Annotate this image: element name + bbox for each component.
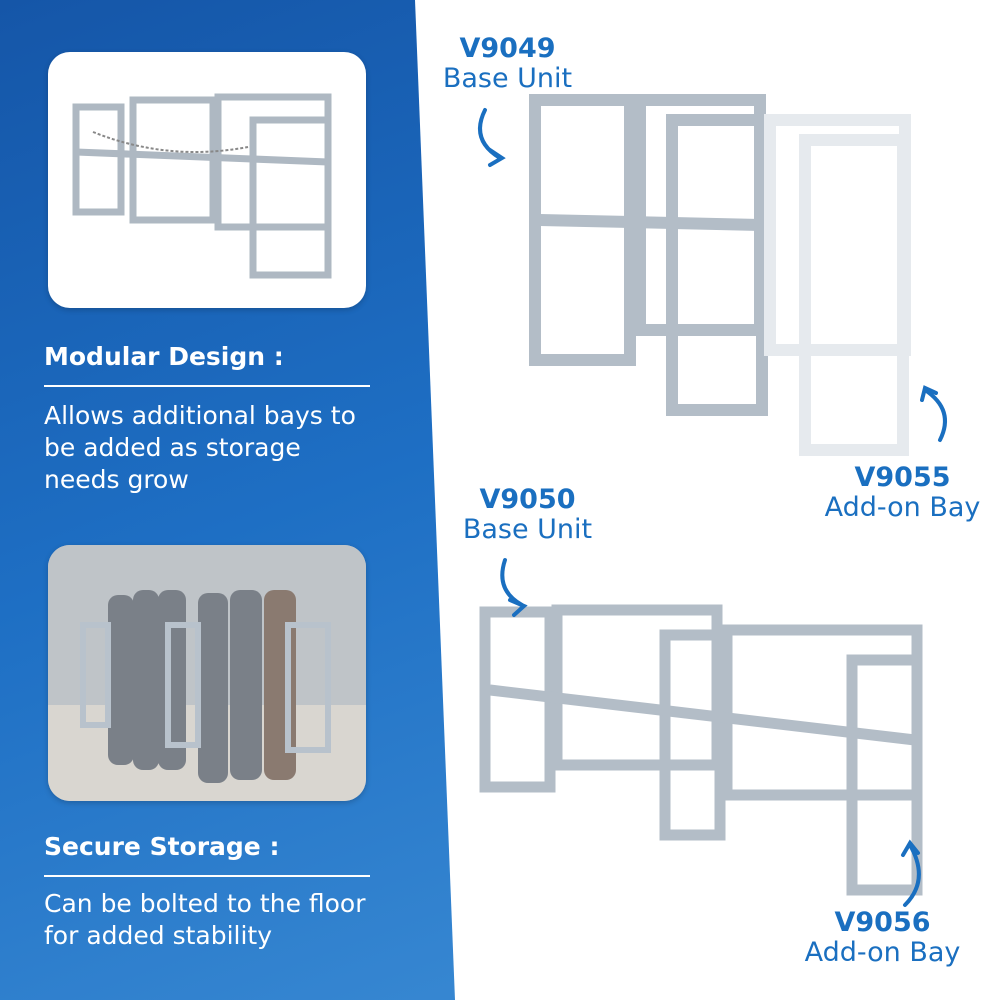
cylinders-illustration: [48, 545, 366, 801]
product-name: Base Unit: [462, 514, 593, 545]
cylinder-storage-photo: [48, 545, 366, 801]
feature-desc-modular: Allows additional bays to be added as st…: [44, 401, 356, 494]
feature-desc-secure: Can be bolted to the floor for added sta…: [44, 889, 366, 950]
rack-illustration: [72, 93, 332, 279]
product-name: Add-on Bay: [824, 492, 981, 523]
modular-rack-photo: [48, 52, 366, 308]
divider: [44, 875, 370, 877]
product-code: V9050: [479, 484, 576, 515]
divider: [44, 385, 370, 387]
product-code: V9049: [459, 33, 556, 64]
product-name: Add-on Bay: [804, 937, 961, 968]
product-name: Base Unit: [442, 63, 573, 94]
feature-title-secure: Secure Storage :: [44, 832, 280, 861]
product-code: V9056: [834, 907, 931, 938]
arrow-icon: [478, 108, 947, 907]
product-code: V9055: [854, 462, 951, 493]
feature-title-modular: Modular Design :: [44, 342, 284, 371]
